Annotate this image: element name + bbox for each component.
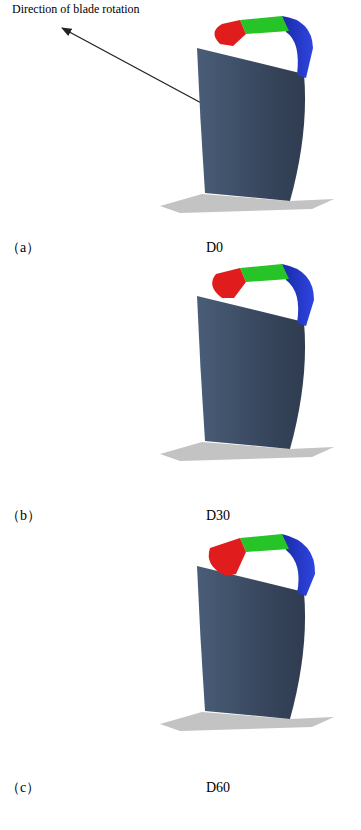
panel-letter: （c） [6,780,40,797]
blade-d60 [160,534,334,731]
panel-letter: （b） [6,508,41,525]
panel-name: D0 [206,240,223,257]
rotation-arrow [62,28,218,112]
panel-name: D30 [206,508,230,525]
arrow-label: Direction of blade rotation [12,2,140,16]
panel-name: D60 [206,780,230,797]
blade-d30 [160,264,334,461]
blade-d0 [160,16,334,213]
panel-letter: （a） [6,240,40,257]
